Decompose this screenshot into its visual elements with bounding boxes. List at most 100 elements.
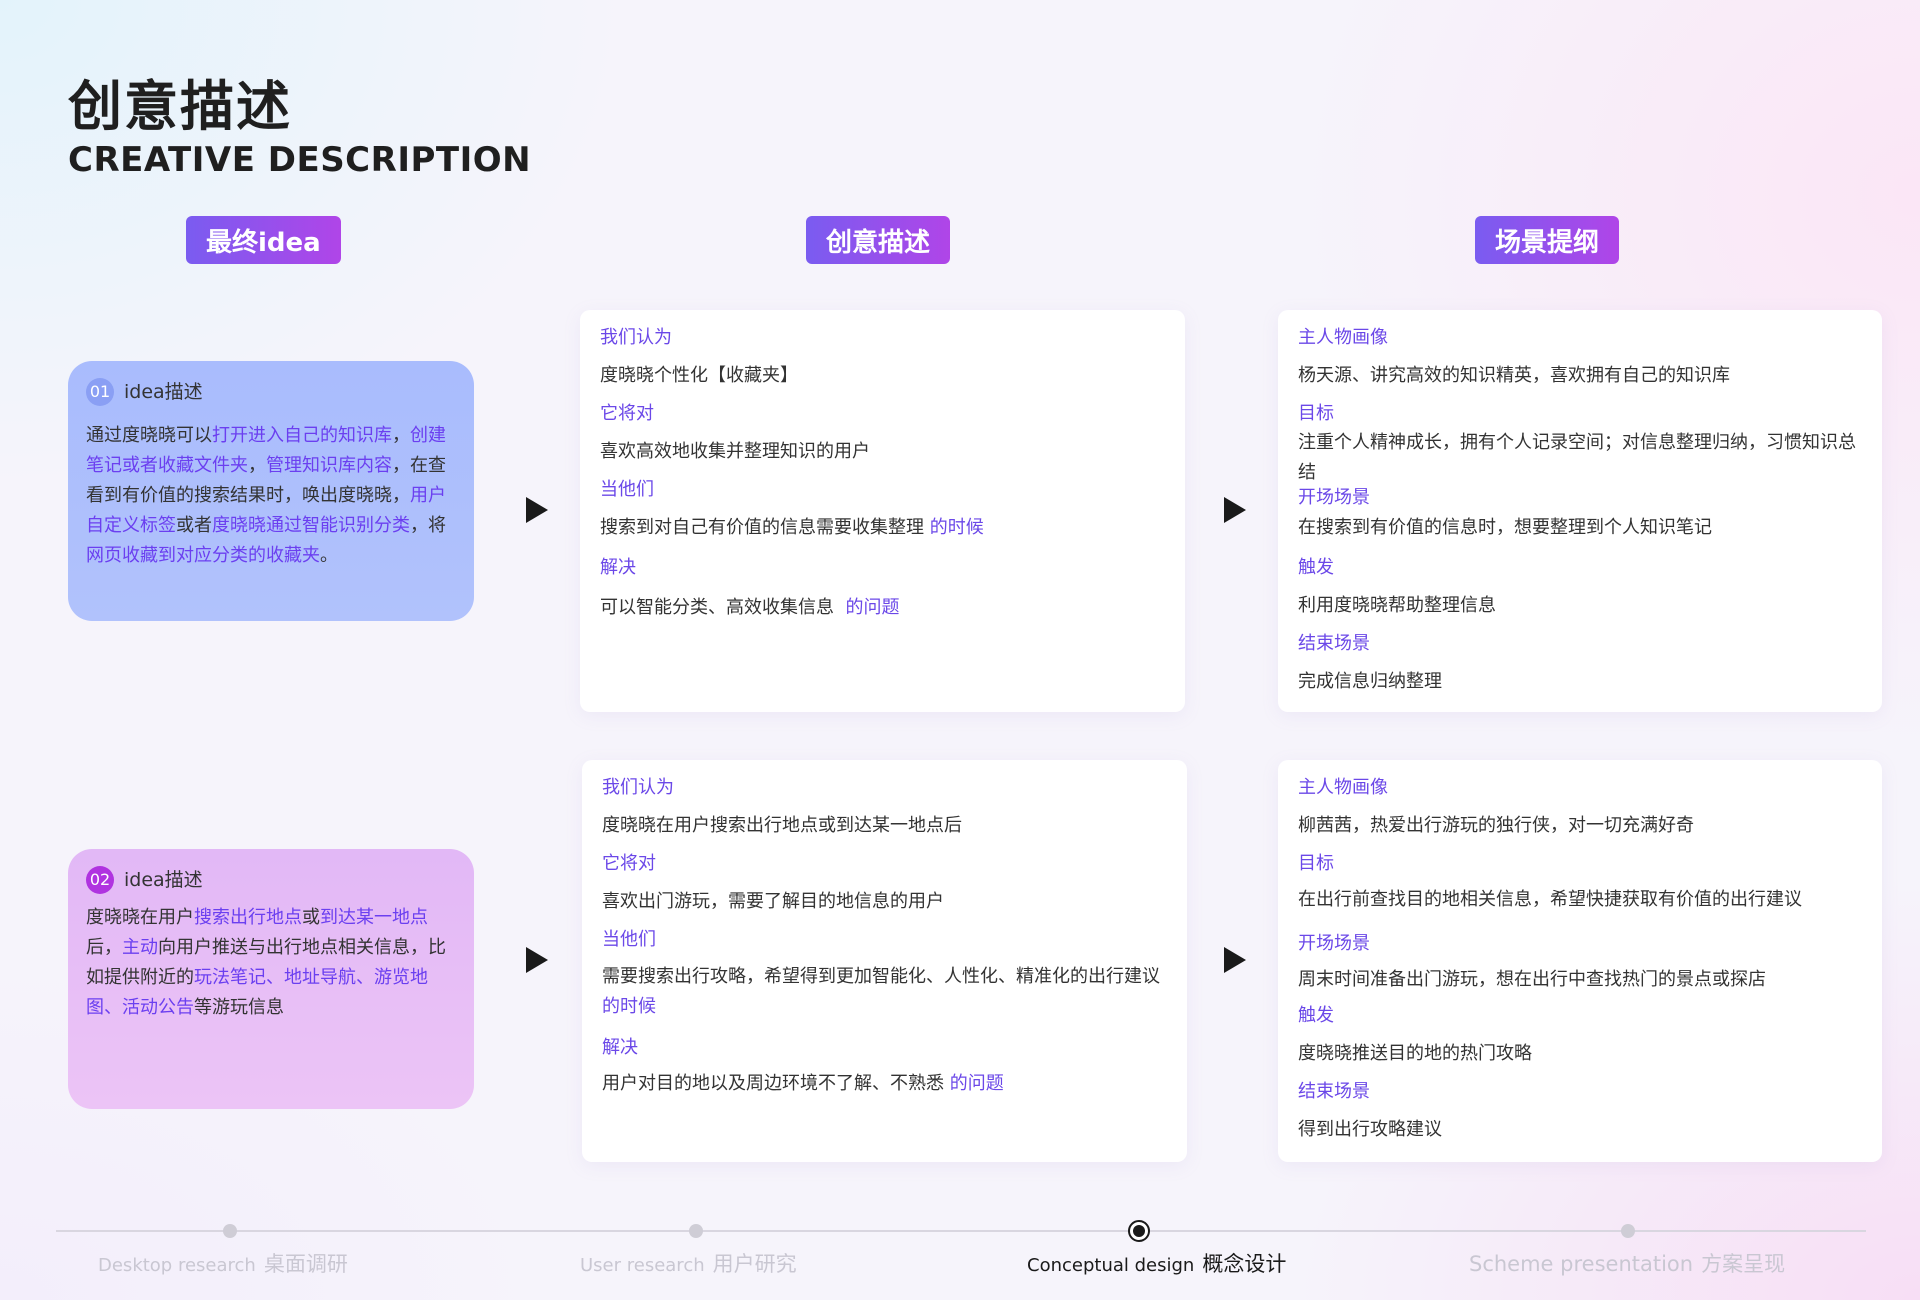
trigger-text: 度晓晓推送目的地的热门攻略 [1298, 1043, 1532, 1064]
target-text: 喜欢出门游玩，需要了解目的地信息的用户 [602, 891, 944, 912]
solve-suffix: 的问题 [949, 1073, 1004, 1094]
idea-card-02: 02 idea描述 度晓晓在用户搜索出行地点或到达某一地点后，主动向用户推送与出… [68, 849, 474, 1109]
idea-card-label: idea描述 [124, 869, 203, 891]
body-phrase: 后， [86, 937, 122, 958]
body-phrase: ， [392, 425, 410, 446]
timeline-step-cn: 概念设计 [1202, 1252, 1287, 1276]
we-think-label: 我们认为 [602, 777, 674, 798]
ending-scene-text: 完成信息归纳整理 [1298, 671, 1442, 692]
timeline-step-scheme-presentation[interactable]: Scheme presentation 方案呈现 [1469, 1248, 1785, 1278]
timeline-step-en: Conceptual design [1027, 1255, 1195, 1276]
solve-suffix: 的问题 [845, 597, 900, 618]
body-phrase: 度晓晓在用户 [86, 907, 194, 928]
play-triangle-icon [1224, 947, 1246, 973]
solve-body: 用户对目的地以及周边环境不了解、不熟悉 [602, 1073, 944, 1094]
timeline-step-desktop-research[interactable]: Desktop research 桌面调研 [98, 1248, 348, 1278]
persona-text: 杨天源、讲究高效的知识精英，喜欢拥有自己的知识库 [1298, 365, 1730, 386]
idea-card-body: 度晓晓在用户搜索出行地点或到达某一地点后，主动向用户推送与出行地点相关信息，比如… [86, 903, 456, 1023]
body-phrase: 向用户推送与出行地点相关信息，比如提供附近的 [86, 937, 446, 988]
highlighted-phrase: 创建笔记或者收藏文件夹 [86, 425, 446, 476]
when-suffix: 的时候 [929, 517, 984, 538]
goal-text: 注重个人精神成长，拥有个人记录空间；对信息整理归纳，习惯知识总结 [1298, 432, 1856, 483]
highlighted-phrase: 打开进入自己的知识库 [212, 425, 392, 446]
creative-card-2: 我们认为 度晓晓在用户搜索出行地点或到达某一地点后 它将对 喜欢出门游玩，需要了… [582, 760, 1187, 1162]
column-header-scene: 场景提纲 [1475, 216, 1620, 264]
solve-label: 解决 [602, 1037, 638, 1058]
opening-scene-text: 周末时间准备出门游玩，想在出行中查找热门的景点或探店 [1298, 969, 1766, 990]
when-body: 需要搜索出行攻略，希望得到更加智能化、人性化、精准化的出行建议 [602, 966, 1160, 987]
timeline-step-en: User research [580, 1255, 705, 1276]
opening-scene-label: 开场场景 [1298, 933, 1370, 954]
goal-label: 目标 [1298, 403, 1334, 424]
body-phrase: 或者 [176, 515, 212, 536]
idea-card-body: 通过度晓晓可以打开进入自己的知识库，创建笔记或者收藏文件夹，管理知识库内容，在查… [86, 421, 456, 571]
solve-label: 解决 [600, 557, 636, 578]
body-phrase: 通过度晓晓可以 [86, 425, 212, 446]
play-triangle-icon [1224, 497, 1246, 523]
timeline-dot-conceptual-design[interactable] [1128, 1220, 1150, 1242]
when-body: 搜索到对自己有价值的信息需要收集整理 [600, 517, 924, 538]
persona-text: 柳茜茜，热爱出行游玩的独行侠，对一切充满好奇 [1298, 815, 1694, 836]
progress-timeline [56, 1230, 1866, 1232]
target-text: 喜欢高效地收集并整理知识的用户 [600, 441, 870, 462]
scene-card-1: 主人物画像 杨天源、讲究高效的知识精英，喜欢拥有自己的知识库 目标 注重个人精神… [1278, 310, 1882, 712]
when-text: 搜索到对自己有价值的信息需要收集整理 的时候 [600, 514, 1169, 542]
idea-card-label: idea描述 [124, 381, 203, 403]
creative-card-1: 我们认为 度晓晓个性化【收藏夹】 它将对 喜欢高效地收集并整理知识的用户 当他们… [580, 310, 1185, 712]
scene-card-2: 主人物画像 柳茜茜，热爱出行游玩的独行侠，对一切充满好奇 目标 在出行前查找目的… [1278, 760, 1882, 1162]
timeline-step-user-research[interactable]: User research 用户研究 [580, 1248, 797, 1278]
trigger-label: 触发 [1298, 557, 1334, 578]
solve-body: 可以智能分类、高效收集信息 [600, 597, 834, 618]
play-triangle-icon [526, 497, 548, 523]
highlighted-phrase: 度晓晓通过智能识别分类 [212, 515, 410, 536]
highlighted-phrase: 主动 [122, 937, 158, 958]
we-think-label: 我们认为 [600, 327, 672, 348]
opening-scene-text: 在搜索到有价值的信息时，想要整理到个人知识笔记 [1298, 517, 1712, 538]
timeline-step-cn: 桌面调研 [263, 1252, 348, 1276]
page-title: 创意描述 [68, 75, 292, 138]
ending-scene-label: 结束场景 [1298, 633, 1370, 654]
number-badge: 02 [86, 866, 114, 894]
highlighted-phrase: 网页收藏到对应分类的收藏夹 [86, 545, 320, 566]
body-phrase: ， [248, 455, 266, 476]
timeline-step-en: Desktop research [98, 1255, 256, 1276]
when-suffix: 的时候 [602, 996, 656, 1017]
target-label: 它将对 [602, 853, 656, 874]
column-header-final-idea: 最终idea [186, 216, 341, 264]
play-triangle-icon [526, 947, 548, 973]
timeline-step-conceptual-design[interactable]: Conceptual design 概念设计 [1027, 1248, 1286, 1278]
opening-scene-label: 开场场景 [1298, 487, 1370, 508]
number-badge: 01 [86, 378, 114, 406]
idea-card-01: 01 idea描述 通过度晓晓可以打开进入自己的知识库，创建笔记或者收藏文件夹，… [68, 361, 474, 621]
highlighted-phrase: 玩法笔记、地址导航、游览地图、活动公告 [86, 967, 428, 1018]
page-subtitle: CREATIVE DESCRIPTION [68, 140, 532, 180]
body-phrase: 。 [320, 545, 338, 566]
when-label: 当他们 [602, 929, 656, 950]
persona-label: 主人物画像 [1298, 327, 1388, 348]
idea-card-head: 01 idea描述 [86, 377, 456, 407]
trigger-text: 利用度晓晓帮助整理信息 [1298, 595, 1496, 616]
body-phrase: 或 [302, 907, 320, 928]
timeline-dot-user-research[interactable] [689, 1224, 703, 1238]
target-label: 它将对 [600, 403, 654, 424]
goal-label: 目标 [1298, 853, 1334, 874]
timeline-dot-scheme-presentation[interactable] [1621, 1224, 1635, 1238]
idea-card-head: 02 idea描述 [86, 865, 456, 895]
we-think-text: 度晓晓在用户搜索出行地点或到达某一地点后 [602, 815, 962, 836]
goal-text: 在出行前查找目的地相关信息，希望快捷获取有价值的出行建议 [1298, 889, 1802, 910]
ending-scene-label: 结束场景 [1298, 1081, 1370, 1102]
solve-text: 可以智能分类、高效收集信息 的问题 [600, 594, 1169, 622]
timeline-step-cn: 用户研究 [712, 1252, 797, 1276]
we-think-text: 度晓晓个性化【收藏夹】 [600, 365, 798, 386]
highlighted-phrase: 用户自定义标签 [86, 485, 446, 536]
highlighted-phrase: 管理知识库内容 [266, 455, 392, 476]
when-text: 需要搜索出行攻略，希望得到更加智能化、人性化、精准化的出行建议 的时候 [602, 962, 1171, 1022]
timeline-dot-desktop-research[interactable] [223, 1224, 237, 1238]
ending-scene-text: 得到出行攻略建议 [1298, 1119, 1442, 1140]
when-label: 当他们 [600, 479, 654, 500]
timeline-step-en: Scheme presentation [1469, 1252, 1694, 1276]
timeline-step-cn: 方案呈现 [1701, 1252, 1786, 1276]
body-phrase: ，将 [410, 515, 446, 536]
highlighted-phrase: 搜索出行地点 [194, 907, 302, 928]
body-phrase: ，在查看到有价值的搜索结果时，唤出度晓晓， [86, 455, 446, 506]
